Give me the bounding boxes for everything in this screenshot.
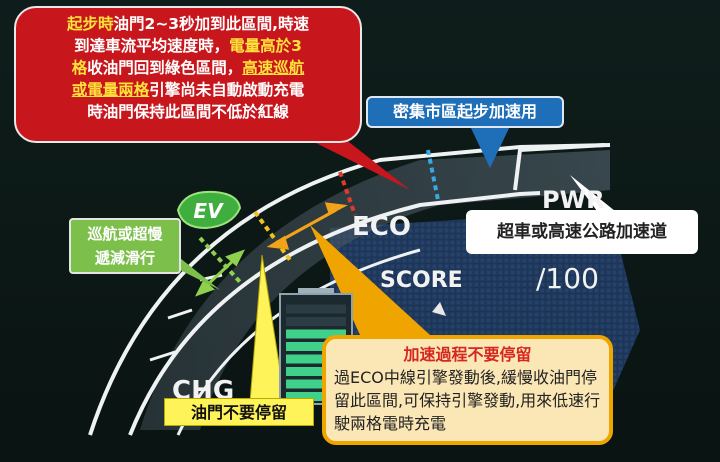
battery-cell <box>286 354 346 364</box>
pwr-label: PWR <box>542 186 605 214</box>
battery-cell <box>286 317 346 326</box>
red-callout-text: 到達車流平均速度時， <box>74 37 230 55</box>
green-callout-pointer <box>170 250 220 290</box>
score-label: SCORE <box>380 268 463 293</box>
yellow-callout-no-linger: 油門不要停留 <box>164 398 314 426</box>
red-callout-text: 起步時 <box>67 15 114 33</box>
red-callout-text: 油門2~3秒加到此區間,時速 <box>113 15 309 33</box>
red-callout-text: 高速巡航 <box>242 59 305 77</box>
gauge-middle-arc <box>128 191 541 436</box>
orange-callout-pointer <box>310 225 430 335</box>
battery-cell <box>286 379 346 389</box>
battery-gauge <box>279 288 353 405</box>
blue-callout-city-launch: 密集市區起步加速用 <box>366 96 564 128</box>
green-callout-line-2: 遞減滑行 <box>94 249 155 267</box>
orange-callout-body: 過ECO中線引擎發動後,緩慢收油門停留此區間,可保持引擎發動,用來低速行駛兩格電… <box>334 368 601 433</box>
battery-cell <box>286 367 346 376</box>
red-callout-pointer <box>300 135 410 190</box>
battery-cell <box>286 392 346 401</box>
red-callout-text: 引擎尚未自動啟動充電 <box>149 81 305 99</box>
red-callout-line: 格收油門回到綠色區間，高速巡航 <box>24 57 352 79</box>
red-callout-line: 起步時油門2~3秒加到此區間,時速 <box>24 13 352 35</box>
red-callout-text: 時油門保持此區間不低於紅線 <box>87 103 289 121</box>
red-callout-text: 電量高於3 <box>229 37 302 55</box>
red-callout-text: 格 <box>71 59 88 77</box>
ev-indicator: EV <box>176 190 242 230</box>
red-callout-line: 時油門保持此區間不低於紅線 <box>24 101 352 123</box>
green-callout-cruise: 巡航或超慢 遞減滑行 <box>69 218 181 274</box>
gauge-outer-arc <box>88 143 611 436</box>
eco-label: ECO <box>352 212 411 242</box>
battery-cell <box>286 329 346 339</box>
red-callout-text: 或電量兩格 <box>71 81 150 99</box>
red-callout-text: 收油門回到綠色區間， <box>87 59 243 77</box>
blue-callout-pointer <box>470 126 510 168</box>
red-callout-line: 到達車流平均速度時，電量高於3 <box>24 35 352 57</box>
ev-label: EV <box>193 199 224 223</box>
orange-callout-title: 加速過程不要停留 <box>403 345 532 364</box>
score-max-label: /100 <box>536 262 599 295</box>
white-callout-pointer <box>570 175 620 215</box>
red-dashed-marker <box>338 171 357 216</box>
score-indicator-arrow <box>432 302 446 316</box>
red-callout-line: 或電量兩格引擎尚未自動啟動充電 <box>24 79 352 101</box>
battery-cell <box>286 304 346 314</box>
pwr-step-line <box>513 143 606 191</box>
orange-callout-accel-tip: 加速過程不要停留 過ECO中線引擎發動後,緩慢收油門停留此區間,可保持引擎發動,… <box>322 335 613 445</box>
green-callout-line-1: 巡航或超慢 <box>87 225 163 243</box>
yellow-dashed-marker <box>253 210 292 262</box>
battery-cell <box>286 342 346 351</box>
orange-range-arrow <box>266 202 348 250</box>
white-callout-overtake: 超車或高速公路加速道 <box>466 210 698 254</box>
green-dashed-marker <box>198 236 242 284</box>
